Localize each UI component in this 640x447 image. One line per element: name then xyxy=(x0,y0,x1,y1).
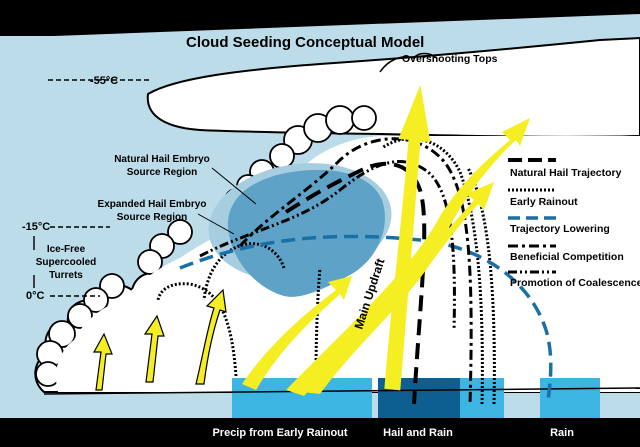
natural-hail-embryo-region xyxy=(227,169,385,297)
legend: Natural Hail Trajectory Early Rainout Tr… xyxy=(508,158,640,289)
cloud-base-line xyxy=(43,387,640,395)
temp-minus15-label: -15°C xyxy=(22,221,50,233)
legend-label-natural-hail: Natural Hail Trajectory xyxy=(510,167,622,179)
trajectory-lowering xyxy=(179,234,553,401)
overshooting-top-dome xyxy=(379,52,437,73)
natural-hail-embryo-label-1: Natural Hail Embryo xyxy=(114,154,210,165)
natural-embryo-leader xyxy=(211,167,257,205)
ground-label-rain: Rain xyxy=(550,427,574,439)
expanded-embryo-leader xyxy=(197,213,235,235)
temp-minus55-label: -55°C xyxy=(90,75,118,87)
diagram-title: Cloud Seeding Conceptual Model xyxy=(186,34,424,51)
coalescence-trajectory xyxy=(199,160,456,331)
expanded-hail-embryo-label-1: Expanded Hail Embryo xyxy=(98,199,207,210)
ground-label-early-rainout: Precip from Early Rainout xyxy=(212,427,347,439)
temp-zero-label: 0°C xyxy=(26,290,45,302)
ice-free-label-1: Ice-Free xyxy=(47,244,86,255)
ice-free-label-2: Supercooled xyxy=(36,257,97,268)
temperature-scale xyxy=(48,79,150,297)
sky-upper-band xyxy=(0,14,640,82)
legend-label-trajectory-lowering: Trajectory Lowering xyxy=(510,223,610,235)
ground xyxy=(0,418,640,447)
ice-free-label-3: Turrets xyxy=(49,270,83,281)
natural-hail-embryo-label-2: Source Region xyxy=(127,167,198,178)
ground-label-hail-rain: Hail and Rain xyxy=(383,427,453,439)
legend-label-early-rainout: Early Rainout xyxy=(510,196,578,208)
inflow-arrows xyxy=(92,288,227,391)
expanded-hail-embryo-label-2: Source Region xyxy=(117,212,188,223)
natural-hail-trajectory xyxy=(284,161,427,405)
legend-label-coalescence: Promotion of Coalescence xyxy=(510,277,640,289)
overshooting-tops-label: Overshooting Tops xyxy=(402,53,498,65)
updraft-arrows xyxy=(242,84,530,396)
legend-label-beneficial-competition: Beneficial Competition xyxy=(510,251,624,263)
